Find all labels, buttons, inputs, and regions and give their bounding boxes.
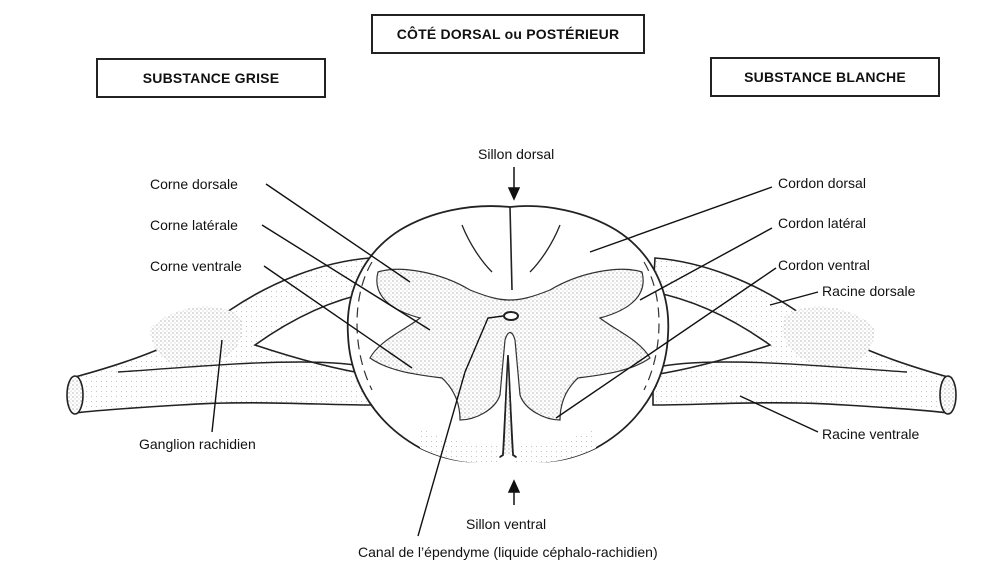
header-grey-matter: SUBSTANCE GRISE (96, 58, 326, 98)
central-canal (503, 311, 519, 321)
label-sillon-ventral: Sillon ventral (466, 516, 547, 532)
header-white-matter: SUBSTANCE BLANCHE (710, 57, 940, 97)
label-cordon-ventral: Cordon ventral (778, 257, 870, 273)
label-canal-ependyme: Canal de l’épendyme (liquide céphalo-rac… (358, 544, 658, 560)
left-nerve (66, 257, 373, 415)
right-nerve (652, 257, 957, 415)
header-dorsal-side: CÔTÉ DORSAL ou POSTÉRIEUR (371, 14, 645, 54)
label-racine-dorsale: Racine dorsale (822, 283, 916, 299)
label-cordon-lateral: Cordon latéral (778, 215, 866, 231)
label-sillon-dorsal: Sillon dorsal (478, 146, 555, 162)
label-racine-ventrale: Racine ventrale (822, 426, 920, 442)
label-corne-laterale: Corne latérale (150, 217, 238, 233)
label-corne-ventrale: Corne ventrale (150, 258, 242, 274)
label-corne-dorsale: Corne dorsale (150, 176, 238, 192)
label-ganglion-rachidien: Ganglion rachidien (139, 436, 256, 452)
grey-matter (369, 268, 651, 421)
label-cordon-dorsal: Cordon dorsal (778, 175, 866, 191)
